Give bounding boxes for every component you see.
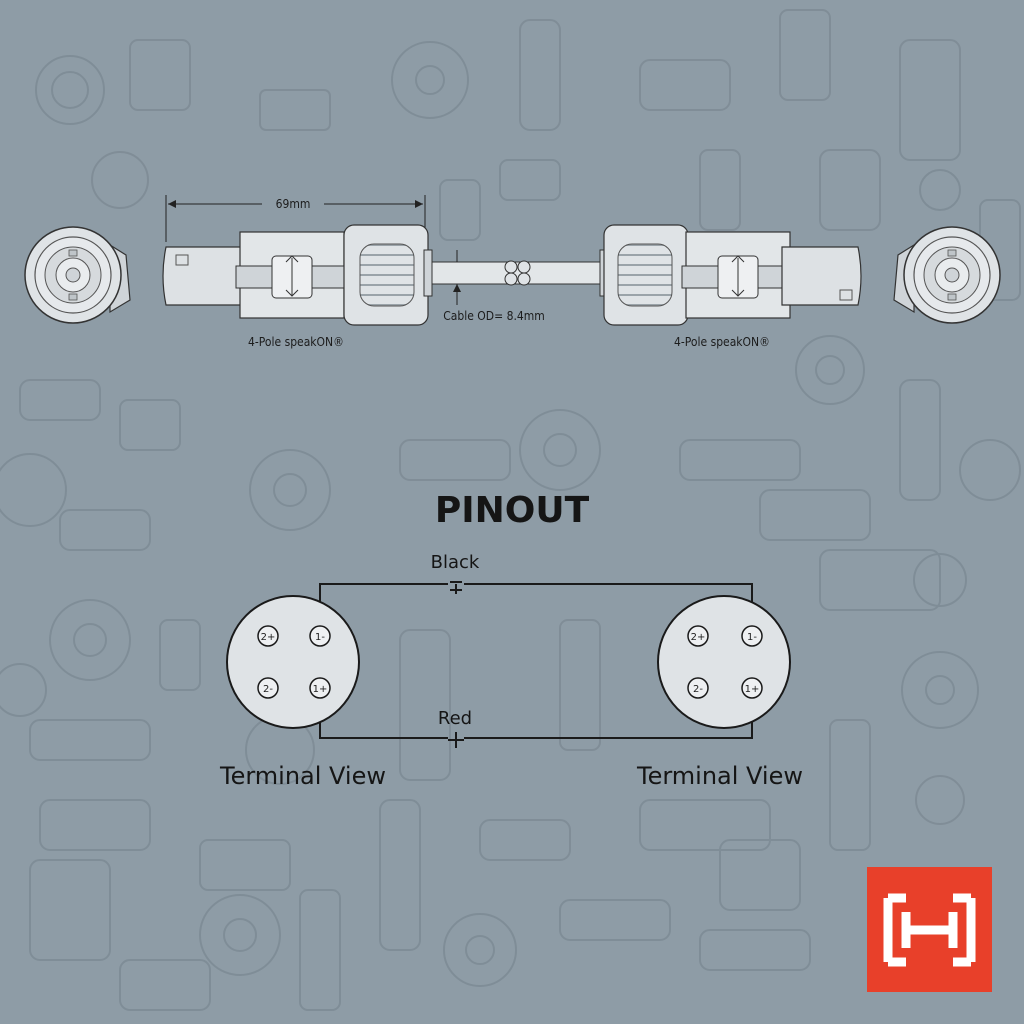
right-terminal-label: Terminal View <box>636 762 803 790</box>
hosa-logo-icon <box>867 867 992 992</box>
right-connector-end-view <box>893 226 1001 324</box>
wire-label-black: Black <box>431 552 480 573</box>
left-connector-label: 4-Pole speakON® <box>248 335 344 349</box>
right-connector-side-view: 4-Pole speakON® <box>599 224 862 349</box>
left-pin-2plus: 2+ <box>261 632 276 643</box>
left-terminal-label: Terminal View <box>219 762 386 790</box>
pinout-title: PINOUT <box>435 490 590 531</box>
left-connector-end-view <box>24 226 131 324</box>
left-pin-2minus: 2- <box>263 684 273 695</box>
left-terminal: 2+ 1- 2- 1+ Terminal View <box>219 595 386 790</box>
cable-od-label: Cable OD= 8.4mm <box>443 309 545 323</box>
right-pin-2minus: 2- <box>693 684 703 695</box>
cable: Cable OD= 8.4mm <box>429 250 609 323</box>
left-connector-side-view: 4-Pole speakON® <box>162 224 433 349</box>
right-pin-1plus: 1+ <box>745 684 760 695</box>
dimension-label: 69mm <box>276 197 311 211</box>
left-pin-1minus: 1- <box>315 632 325 643</box>
wire-label-red: Red <box>438 708 472 729</box>
left-pin-1plus: 1+ <box>313 684 328 695</box>
right-pin-1minus: 1- <box>747 632 757 643</box>
right-connector-label: 4-Pole speakON® <box>674 335 770 349</box>
right-terminal: 2+ 1- 2- 1+ Terminal View <box>636 595 803 790</box>
right-pin-2plus: 2+ <box>691 632 706 643</box>
polarity-marks <box>448 581 464 748</box>
dimension-69mm: 69mm <box>165 195 426 242</box>
